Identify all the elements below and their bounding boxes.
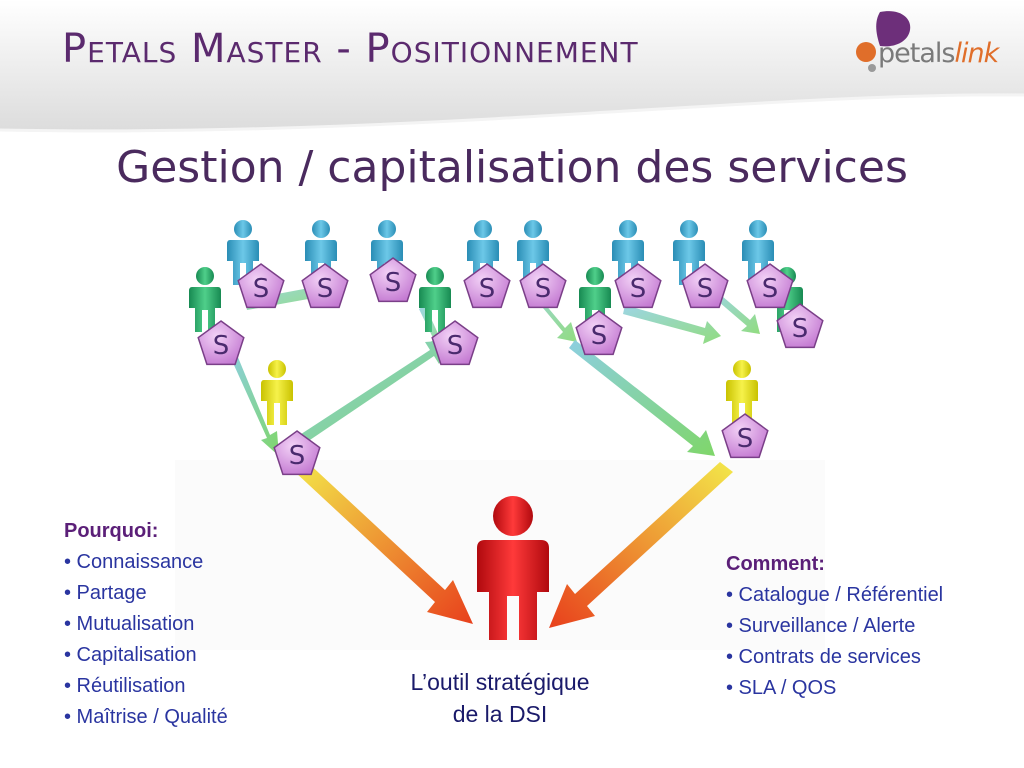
service-node: S bbox=[463, 263, 511, 309]
service-pentagon bbox=[463, 263, 511, 309]
service-node: S bbox=[575, 310, 623, 356]
service-pentagon bbox=[721, 413, 769, 459]
logo-text-prefix: petals bbox=[878, 38, 955, 69]
how-heading: Comment: bbox=[726, 553, 825, 575]
service-node: S bbox=[776, 303, 824, 349]
why-item: • Connaissance bbox=[64, 551, 204, 573]
service-label: S bbox=[697, 274, 714, 304]
service-pentagon bbox=[273, 430, 321, 476]
service-node: S bbox=[746, 263, 794, 309]
service-label: S bbox=[213, 331, 230, 361]
why-item: • Réutilisation bbox=[64, 675, 186, 697]
service-label: S bbox=[385, 268, 402, 298]
why-item: • Mutualisation bbox=[64, 613, 195, 635]
service-node: S bbox=[681, 263, 729, 309]
service-label: S bbox=[253, 274, 270, 304]
service-label: S bbox=[479, 274, 496, 304]
service-node: S bbox=[301, 263, 349, 309]
service-pentagon bbox=[519, 263, 567, 309]
service-pentagon bbox=[575, 310, 623, 356]
service-label: S bbox=[447, 331, 464, 361]
caption-line-2: de la DSI bbox=[452, 701, 548, 727]
service-label: S bbox=[762, 274, 779, 304]
service-pentagon bbox=[746, 263, 794, 309]
how-block: Comment: • Catalogue / Référentiel • Sur… bbox=[726, 549, 943, 704]
mid-arrows bbox=[229, 340, 715, 456]
service-node: S bbox=[369, 257, 417, 303]
service-label: S bbox=[792, 314, 809, 344]
service-node: S bbox=[431, 320, 479, 366]
petalslink-logo bbox=[856, 11, 911, 72]
service-pentagon bbox=[197, 320, 245, 366]
why-block: Pourquoi: • Connaissance • Partage • Mut… bbox=[64, 516, 228, 733]
service-pentagon bbox=[237, 263, 285, 309]
service-label: S bbox=[317, 274, 334, 304]
service-pentagon bbox=[369, 257, 417, 303]
service-node: S bbox=[721, 413, 769, 459]
service-pentagon bbox=[614, 263, 662, 309]
service-pentagon bbox=[431, 320, 479, 366]
service-node: S bbox=[273, 430, 321, 476]
caption-line-1: L’outil stratégique bbox=[410, 669, 590, 695]
how-item: • Surveillance / Alerte bbox=[726, 615, 916, 637]
service-label: S bbox=[737, 424, 754, 454]
service-pentagon bbox=[776, 303, 824, 349]
service-label: S bbox=[630, 274, 647, 304]
service-label: S bbox=[535, 274, 552, 304]
slide-subtitle: Gestion / capitalisation des services bbox=[116, 142, 908, 193]
how-item: • Catalogue / Référentiel bbox=[726, 584, 944, 606]
logo-text-accent: link bbox=[954, 38, 999, 69]
logo-text: petalslink bbox=[878, 38, 999, 69]
service-pentagon bbox=[301, 263, 349, 309]
why-item: • Maîtrise / Qualité bbox=[64, 706, 228, 728]
slide-title: Petals Master - Positionnement bbox=[62, 26, 639, 72]
why-item: • Capitalisation bbox=[64, 644, 197, 666]
service-pentagon bbox=[681, 263, 729, 309]
header-banner bbox=[0, 0, 1024, 133]
service-label: S bbox=[591, 321, 608, 351]
how-item: • SLA / QOS bbox=[726, 677, 837, 699]
service-node: S bbox=[197, 320, 245, 366]
service-node: S bbox=[614, 263, 662, 309]
dsi-caption: L’outil stratégique de la DSI bbox=[370, 666, 630, 730]
service-label: S bbox=[289, 441, 306, 471]
service-node: S bbox=[237, 263, 285, 309]
why-item: • Partage bbox=[64, 582, 147, 604]
main-arrows bbox=[295, 460, 733, 628]
dsi-person bbox=[477, 496, 549, 640]
why-heading: Pourquoi: bbox=[64, 520, 159, 542]
service-node: S bbox=[519, 263, 567, 309]
how-item: • Contrats de services bbox=[726, 646, 921, 668]
